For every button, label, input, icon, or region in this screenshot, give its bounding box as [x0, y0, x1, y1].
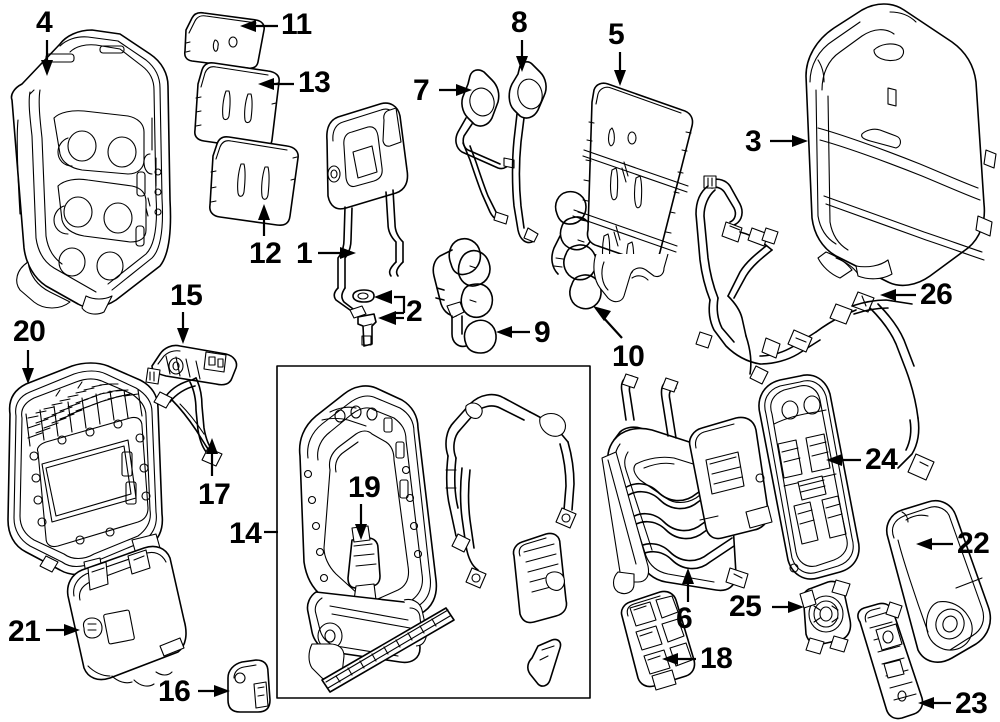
callout-15: 15	[170, 279, 203, 312]
part-9-heater-element-left	[432, 237, 497, 354]
leader-lines	[22, 20, 953, 709]
part-13-seat-back-pad-upper	[194, 61, 280, 150]
callout-26: 26	[920, 278, 953, 311]
part-15-recliner-lever	[145, 344, 238, 386]
part-19-recliner-motor-frame	[298, 385, 455, 693]
part-4-seat-back-frame	[10, 29, 172, 315]
part-3-seat-back-cover	[805, 3, 997, 287]
part-23-armrest-bracket	[857, 601, 924, 720]
callout-22: 22	[957, 527, 990, 560]
callout-9: 9	[534, 316, 551, 349]
part-26-wiring-harness	[695, 175, 935, 481]
part-5-seat-back-pad	[572, 82, 694, 303]
part-24-seat-cushion-pad	[755, 374, 860, 580]
callout-20: 20	[13, 315, 46, 348]
callout-12: 12	[249, 237, 282, 270]
callout-13: 13	[298, 66, 331, 99]
part-16-retainer-clip	[227, 659, 271, 713]
part-12-seat-back-pad-lower	[209, 135, 299, 227]
part-2-fasteners	[352, 289, 377, 347]
part-6-seat-cushion-frame	[601, 373, 773, 595]
callout-8: 8	[511, 6, 528, 39]
part-17-wire-support	[153, 377, 223, 467]
callout-23: 23	[955, 687, 988, 720]
callout-25: 25	[729, 590, 762, 623]
callout-18: 18	[700, 642, 733, 675]
part-7-guide-bracket	[455, 69, 515, 225]
part-1-latch-module	[326, 102, 409, 319]
callout-2: 2	[406, 295, 423, 328]
callout-21: 21	[8, 615, 41, 648]
callout-24: 24	[865, 443, 898, 476]
callout-4: 4	[36, 6, 53, 39]
part-8-lumbar-rod	[508, 61, 547, 244]
part-14-cable-and-bracket	[445, 393, 577, 687]
callout-1: 1	[296, 237, 313, 270]
part-11-head-restraint-pad	[183, 11, 265, 70]
part-20-seat-back-panel	[7, 362, 164, 576]
part-25-adjuster-motor	[799, 579, 852, 655]
callout-17: 17	[198, 478, 231, 511]
part-22-armrest	[886, 500, 992, 663]
callout-3: 3	[745, 125, 762, 158]
callout-7: 7	[413, 74, 430, 107]
callout-11: 11	[281, 8, 312, 41]
callout-5: 5	[608, 18, 625, 51]
callout-10: 10	[612, 340, 645, 373]
callout-6: 6	[676, 602, 693, 635]
callout-19: 19	[348, 471, 381, 504]
callout-16: 16	[158, 675, 191, 708]
callout-14: 14	[229, 517, 262, 550]
part-21-lower-trim-cover	[66, 545, 187, 687]
